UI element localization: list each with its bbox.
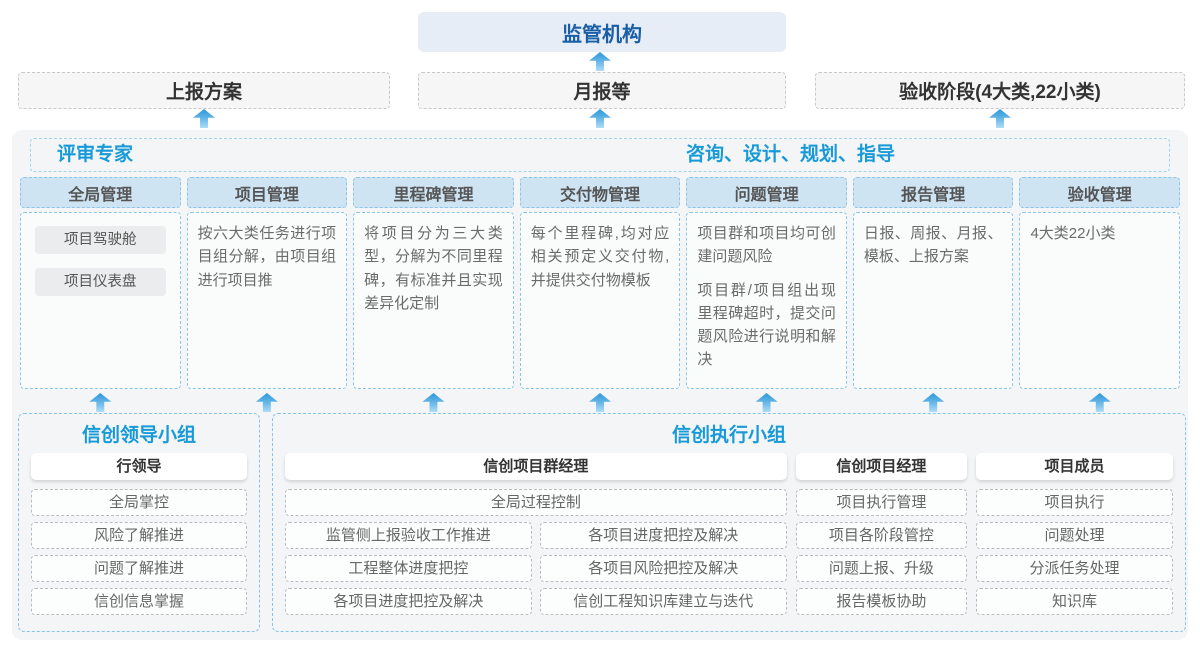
column-body: 项目群和项目均可创建问题风险 项目群/项目组出现里程碑超时，提交问题风险进行说明… bbox=[686, 212, 847, 389]
report-acceptance-label: 验收阶段(4大类,22小类) bbox=[899, 82, 1101, 103]
column-milestone-management: 里程碑管理 将项目分为三大类型，分解为不同里程碑，有标准并且实现差异化定制 bbox=[353, 177, 514, 389]
column-project-management: 项目管理 按六大类任务进行项目组分解，由项目组进行项目推 bbox=[186, 177, 348, 389]
report-box-monthly: 月报等 bbox=[418, 72, 786, 109]
up-arrow-icon bbox=[589, 52, 611, 71]
execution-group: 信创执行小组 信创项目群经理 全局过程控制 监管侧上报验收工作推进 各项目进度把… bbox=[272, 413, 1186, 632]
column-header: 验收管理 bbox=[1019, 177, 1181, 208]
column-body: 4大类22小类 bbox=[1019, 212, 1181, 389]
column-header: 全局管理 bbox=[20, 177, 181, 208]
duty-item: 工程整体进度把控 bbox=[285, 555, 532, 582]
column-description: 将项目分为三大类型，分解为不同里程碑，有标准并且实现差异化定制 bbox=[364, 225, 503, 312]
column-body: 日报、周报、月报、模板、上报方案 bbox=[852, 212, 1014, 389]
column-description: 项目群/项目组出现里程碑超时，提交问题风险进行说明和解决 bbox=[697, 281, 836, 369]
column-description: 每个里程碑,均对应相关预定义交付物,并提供交付物模板 bbox=[530, 225, 670, 289]
column-global-management: 全局管理 项目驾驶舱 项目仪表盘 bbox=[20, 177, 181, 389]
feature-pill: 项目仪表盘 bbox=[35, 268, 166, 296]
column-description: 项目群和项目均可创建问题风险 bbox=[697, 225, 836, 266]
column-header: 项目管理 bbox=[186, 177, 348, 208]
duty-item: 分派任务处理 bbox=[976, 555, 1173, 582]
up-arrow-icon bbox=[193, 109, 215, 128]
up-arrow-icon bbox=[755, 393, 778, 412]
column-header: 报告管理 bbox=[852, 177, 1014, 208]
report-box-plan: 上报方案 bbox=[18, 72, 390, 109]
column-header: 里程碑管理 bbox=[353, 177, 514, 208]
up-arrow-icon bbox=[255, 393, 278, 412]
column-header: 交付物管理 bbox=[519, 177, 681, 208]
up-arrow-icon bbox=[1088, 393, 1111, 412]
duty-item: 各项目进度把控及解决 bbox=[285, 588, 532, 615]
duty-row: 监管侧上报验收工作推进 各项目进度把控及解决 bbox=[285, 522, 787, 555]
program-manager-column: 信创项目群经理 全局过程控制 监管侧上报验收工作推进 各项目进度把控及解决 工程… bbox=[285, 453, 787, 621]
duty-item: 报告模板协助 bbox=[795, 588, 968, 615]
review-experts-title: 评审专家 bbox=[57, 144, 134, 165]
column-description: 4大类22小类 bbox=[1030, 225, 1116, 242]
role-pill-project-manager: 信创项目经理 bbox=[795, 453, 968, 480]
up-arrow-icon bbox=[422, 393, 445, 412]
column-body: 项目驾驶舱 项目仪表盘 bbox=[20, 212, 181, 389]
column-issue-management: 问题管理 项目群和项目均可创建问题风险 项目群/项目组出现里程碑超时，提交问题风… bbox=[686, 177, 847, 389]
up-arrow-icon bbox=[989, 109, 1011, 128]
role-pill-bank-leader: 行领导 bbox=[31, 453, 247, 480]
duty-item: 监管侧上报验收工作推进 bbox=[285, 522, 532, 549]
role-pill-program-manager: 信创项目群经理 bbox=[285, 453, 787, 480]
duty-item: 问题了解推进 bbox=[31, 555, 247, 582]
duty-item: 各项目进度把控及解决 bbox=[539, 522, 787, 549]
duty-item: 各项目风险把控及解决 bbox=[539, 555, 787, 582]
expert-strip: 评审专家 咨询、设计、规划、指导 bbox=[30, 138, 1170, 172]
column-deliverable-management: 交付物管理 每个里程碑,均对应相关预定义交付物,并提供交付物模板 bbox=[519, 177, 681, 389]
duty-item: 问题上报、升级 bbox=[795, 555, 968, 582]
report-monthly-label: 月报等 bbox=[573, 82, 631, 103]
duty-item: 全局掌控 bbox=[31, 489, 247, 516]
duty-item: 问题处理 bbox=[976, 522, 1173, 549]
duty-item: 全局过程控制 bbox=[285, 489, 787, 516]
duty-item: 项目执行 bbox=[976, 489, 1173, 516]
column-description: 日报、周报、月报、模板、上报方案 bbox=[863, 225, 1003, 266]
mid-arrow-row bbox=[20, 393, 1180, 412]
column-acceptance-management: 验收管理 4大类22小类 bbox=[1019, 177, 1181, 389]
project-member-column: 项目成员 项目执行 问题处理 分派任务处理 知识库 bbox=[976, 453, 1173, 621]
project-manager-column: 信创项目经理 项目执行管理 项目各阶段管控 问题上报、升级 报告模板协助 bbox=[795, 453, 968, 621]
column-body: 按六大类任务进行项目组分解，由项目组进行项目推 bbox=[186, 212, 348, 389]
role-pill-project-member: 项目成员 bbox=[976, 453, 1173, 480]
execution-group-title: 信创执行小组 bbox=[671, 425, 786, 446]
duty-item: 信创信息掌握 bbox=[31, 588, 247, 615]
column-header: 问题管理 bbox=[686, 177, 847, 208]
regulator-label: 监管机构 bbox=[562, 23, 642, 46]
up-arrow-icon bbox=[89, 393, 112, 412]
duty-item: 项目执行管理 bbox=[795, 489, 968, 516]
duty-row: 工程整体进度把控 各项目风险把控及解决 bbox=[285, 555, 787, 588]
report-plan-label: 上报方案 bbox=[165, 82, 242, 103]
main-panel: 评审专家 咨询、设计、规划、指导 全局管理 项目驾驶舱 项目仪表盘 项目管理 按… bbox=[12, 130, 1188, 640]
regulator-box: 监管机构 bbox=[418, 12, 786, 52]
report-box-acceptance: 验收阶段(4大类,22小类) bbox=[815, 72, 1185, 109]
execution-columns: 信创项目群经理 全局过程控制 监管侧上报验收工作推进 各项目进度把控及解决 工程… bbox=[285, 453, 1173, 621]
leadership-group: 信创领导小组 行领导 全局掌控 风险了解推进 问题了解推进 信创信息掌握 bbox=[18, 413, 260, 632]
duty-item: 风险了解推进 bbox=[31, 522, 247, 549]
consulting-title: 咨询、设计、规划、指导 bbox=[686, 144, 896, 165]
column-report-management: 报告管理 日报、周报、月报、模板、上报方案 bbox=[852, 177, 1014, 389]
duty-item: 信创工程知识库建立与迭代 bbox=[539, 588, 787, 615]
duty-item: 知识库 bbox=[976, 588, 1173, 615]
duty-item: 项目各阶段管控 bbox=[795, 522, 968, 549]
column-description: 按六大类任务进行项目组分解，由项目组进行项目推 bbox=[197, 225, 337, 289]
up-arrow-icon bbox=[922, 393, 945, 412]
duty-row: 各项目进度把控及解决 信创工程知识库建立与迭代 bbox=[285, 588, 787, 621]
leadership-group-title: 信创领导小组 bbox=[81, 425, 196, 446]
up-arrow-icon bbox=[589, 393, 612, 412]
up-arrow-icon bbox=[589, 109, 611, 128]
management-columns: 全局管理 项目驾驶舱 项目仪表盘 项目管理 按六大类任务进行项目组分解，由项目组… bbox=[20, 177, 1181, 389]
column-body: 将项目分为三大类型，分解为不同里程碑，有标准并且实现差异化定制 bbox=[353, 212, 514, 389]
feature-pill: 项目驾驶舱 bbox=[35, 226, 166, 254]
column-body: 每个里程碑,均对应相关预定义交付物,并提供交付物模板 bbox=[519, 212, 681, 389]
